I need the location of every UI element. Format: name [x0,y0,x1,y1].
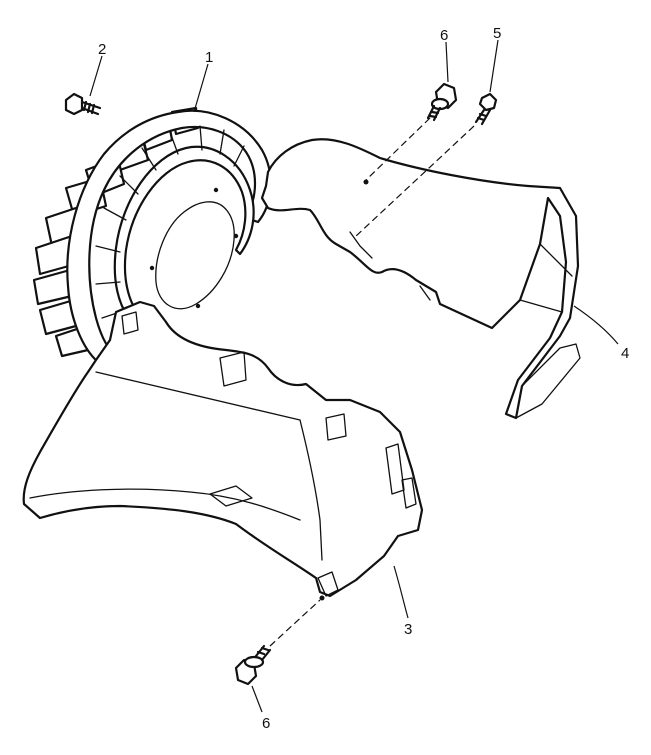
leader-4 [573,305,619,345]
flywheel-bolt [64,92,102,116]
callout-6-top: 6 [440,27,448,44]
upper-shroud [260,138,581,420]
leader-6-bottom [251,685,263,713]
upper-screw [474,92,498,126]
flywheel [32,106,272,364]
leader-3 [393,565,409,619]
centerline-bottom-bolt [269,599,321,647]
leader-5 [489,39,499,93]
callout-1: 1 [205,49,213,66]
bottom-flange-bolt [234,644,272,686]
callout-3: 3 [404,621,412,638]
callout-6-bottom: 6 [262,715,270,732]
flywheel-face [113,145,255,324]
callout-4: 4 [621,345,629,362]
bolt-hole [319,595,325,601]
lower-shroud [22,300,424,601]
centerline-screw [355,125,475,237]
centerline-top-bolt [363,117,431,183]
upper-shroud-body [260,138,580,420]
lower-shroud-body [22,300,424,598]
flywheel-bore [155,201,235,310]
top-flange-bolt [426,82,458,122]
leader-2 [89,55,103,97]
callout-2: 2 [98,41,106,58]
leader-1 [193,63,209,113]
callout-5: 5 [493,25,501,42]
flywheel-rim [66,109,272,364]
leader-6-top [445,41,449,83]
flywheel-spokes [95,125,245,319]
